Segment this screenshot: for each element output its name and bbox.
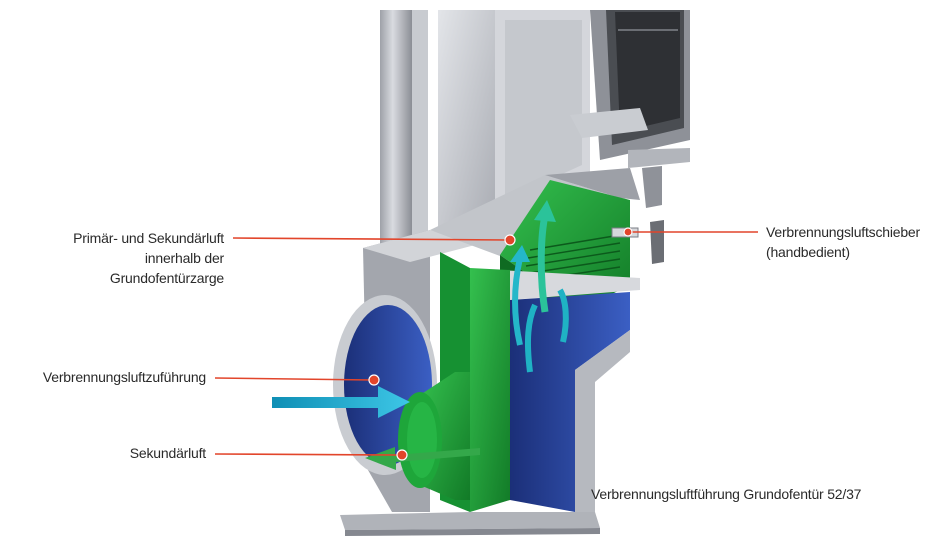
label-primaer-line2: innerhalb der xyxy=(144,250,224,266)
diagram-caption: Verbrennungsluftführung Grundofentür 52/… xyxy=(591,486,862,502)
callout-line-primaer xyxy=(232,237,509,241)
callout-dot-sekundaer xyxy=(396,449,408,461)
label-verbrennungsluftzufuehrung: Verbrennungsluftzuführung xyxy=(42,369,206,385)
label-verbrennungsluftschieber: Verbrennungsluftschieber (handbedient) xyxy=(766,222,952,262)
callout-dot-schieber xyxy=(623,227,633,237)
label-schieber-line2: (handbedient) xyxy=(766,244,850,260)
label-primaer-line3: Grundofentürzarge xyxy=(109,270,224,286)
callout-dot-zufuehrung xyxy=(368,374,380,386)
label-schieber-line1: Verbrennungsluftschieber xyxy=(766,224,920,240)
airflow-arrows xyxy=(272,200,569,470)
callout-line-zufuehrung xyxy=(214,377,373,381)
label-primaer-line1: Primär- und Sekundärluft xyxy=(73,230,224,246)
callout-lines xyxy=(214,231,758,456)
door-frame xyxy=(380,10,690,268)
air-box xyxy=(333,168,640,536)
callout-dot-primaer xyxy=(504,234,516,246)
label-primaer-sekundaerluft: Primär- und Sekundärluft innerhalb der G… xyxy=(60,228,224,288)
callout-line-sekundaer xyxy=(214,453,401,456)
label-sekundaerluft: Sekundärluft xyxy=(129,445,206,461)
